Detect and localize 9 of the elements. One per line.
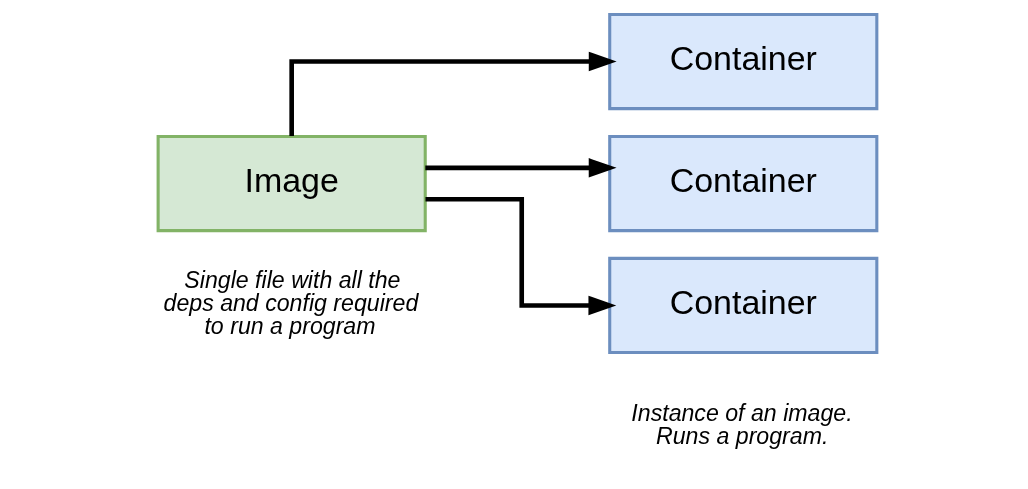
arrow [425, 196, 617, 316]
node-box: Container [608, 134, 879, 233]
arrow [289, 51, 617, 136]
node-label: Single file with all the deps and config required to run a program [163, 266, 419, 340]
node-box: Container [608, 256, 879, 355]
node-box: Container [608, 12, 879, 111]
arrow [425, 158, 617, 178]
node-label: Instance of an image. Runs a program. [631, 400, 853, 450]
node-box: Image [156, 134, 427, 233]
